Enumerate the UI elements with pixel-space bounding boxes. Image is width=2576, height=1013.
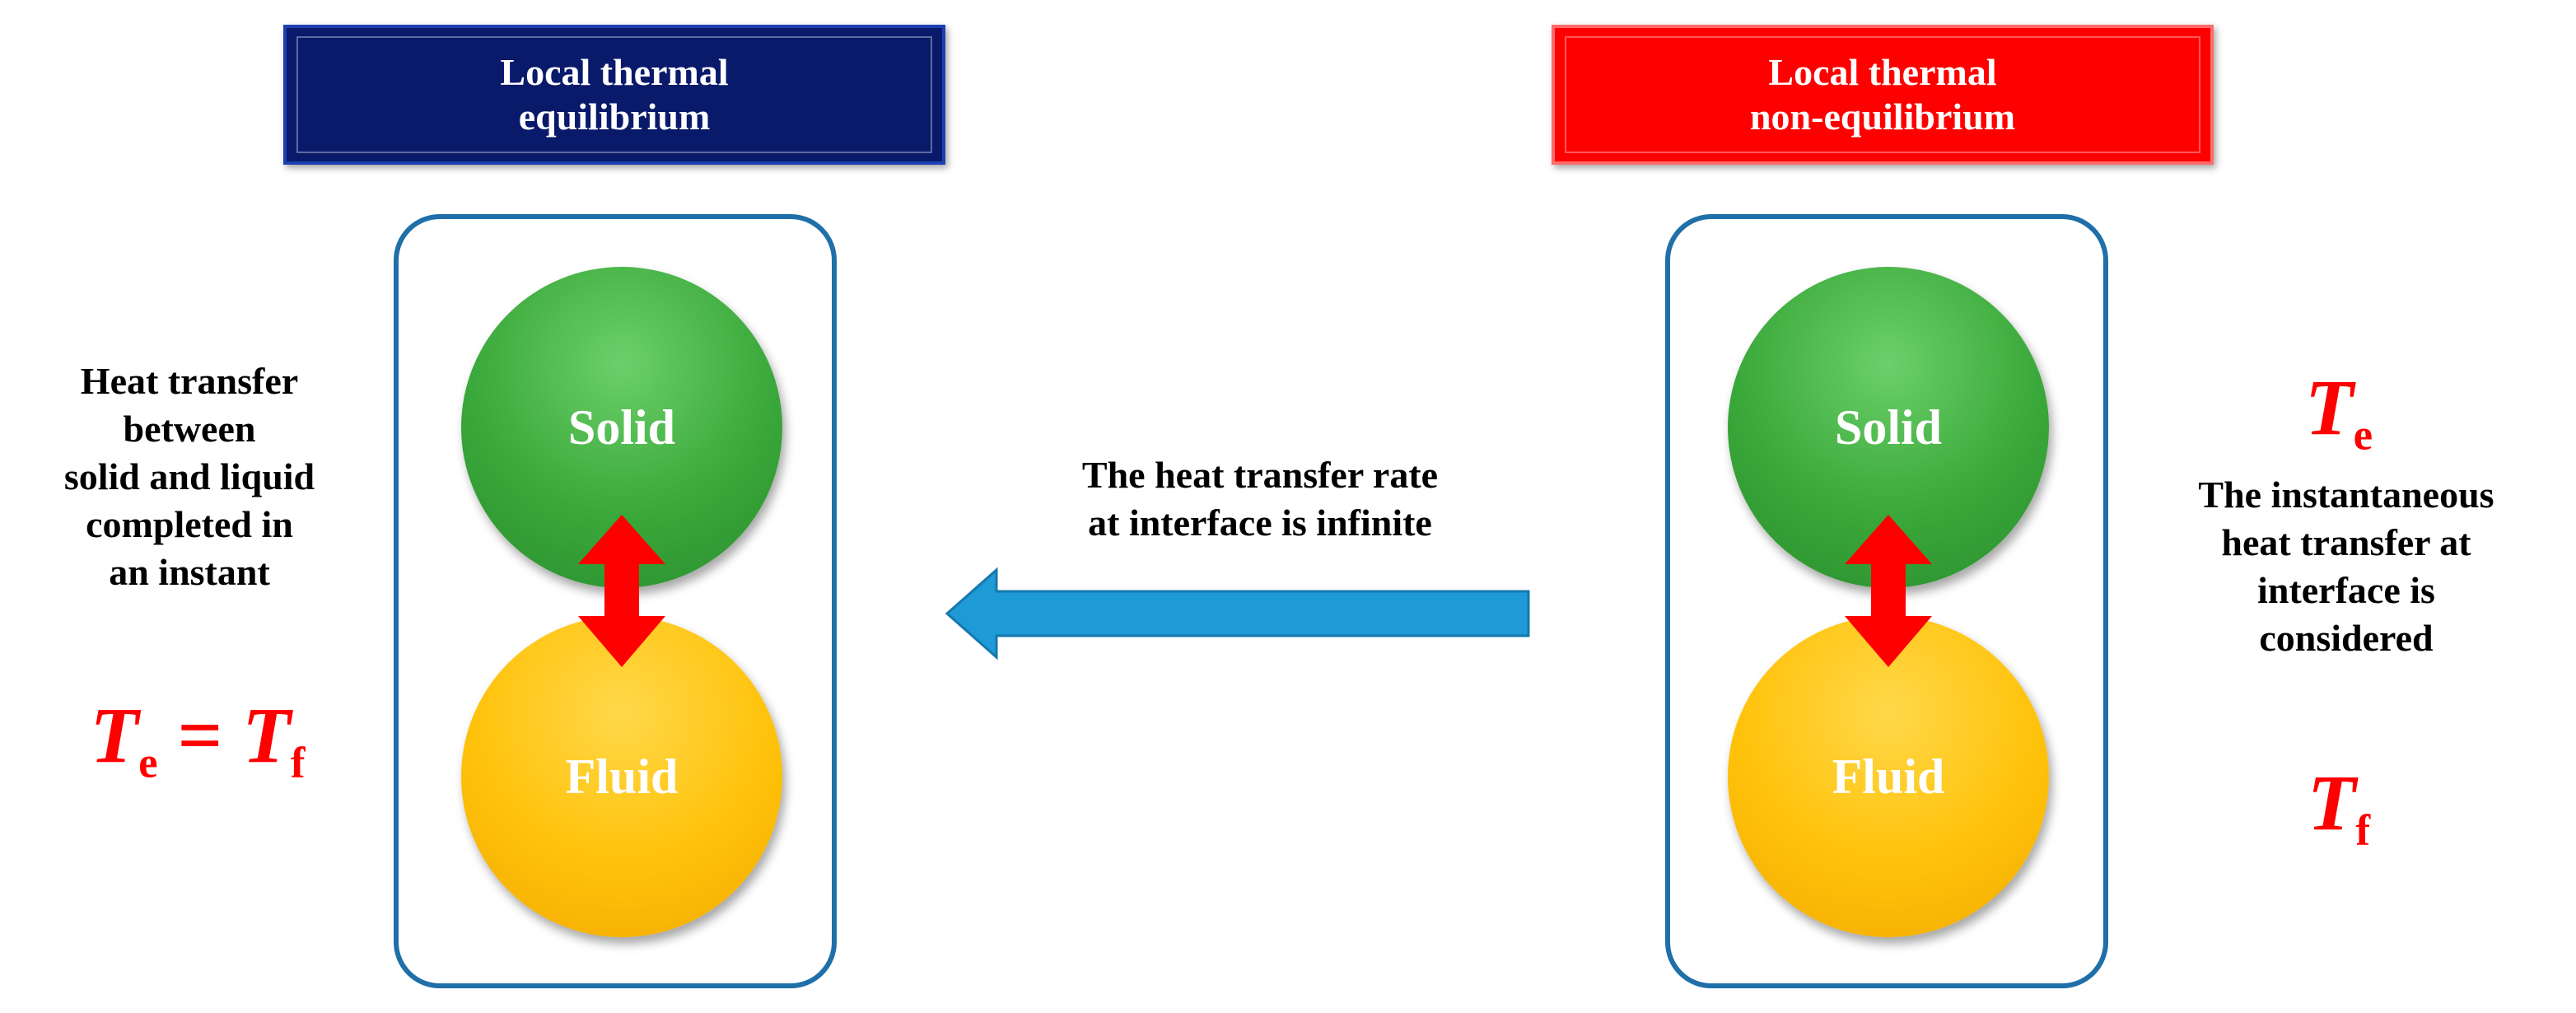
title-equilibrium: Local thermal equilibrium xyxy=(500,51,729,138)
formula-t: T xyxy=(2304,363,2354,451)
fluid-circle-left: Fluid xyxy=(461,616,782,937)
formula-subscript-f: f xyxy=(290,739,306,787)
formula-subscript-f: f xyxy=(2355,806,2371,855)
description-non-equilibrium: The instantaneous heat transfer at inter… xyxy=(2198,474,2494,659)
title-box-non-equilibrium: Local thermal non-equilibrium xyxy=(1552,25,2214,165)
formula-t: T xyxy=(242,691,291,779)
double-arrow-right xyxy=(1845,515,1932,667)
fluid-label: Fluid xyxy=(565,749,679,804)
formula-te: Te xyxy=(2256,362,2421,480)
description-equilibrium: Heat transfer between solid and liquid c… xyxy=(63,360,315,593)
formula-t: T xyxy=(90,691,139,779)
solid-label: Solid xyxy=(1834,399,1943,455)
formula-tf: Tf xyxy=(2256,758,2421,875)
formula-te-equals-tf: Te = Tf xyxy=(33,690,362,808)
flow-arrow-left xyxy=(945,567,1530,661)
title-box-inner-border xyxy=(1565,36,2200,153)
title-box-equilibrium: Local thermal equilibrium xyxy=(283,25,945,165)
formula-subscript-e: e xyxy=(138,739,158,787)
title-box-inner-border xyxy=(296,36,932,153)
formula-t: T xyxy=(2307,759,2356,847)
double-arrow-left xyxy=(578,515,665,667)
fluid-label: Fluid xyxy=(1832,749,1945,804)
solid-label: Solid xyxy=(567,399,676,455)
formula-subscript-e: e xyxy=(2353,411,2373,460)
description-interface-rate: The heat transfer rate at interface is i… xyxy=(1081,454,1439,544)
formula-equals: = xyxy=(157,691,243,779)
title-non-equilibrium: Local thermal non-equilibrium xyxy=(1749,51,2016,138)
fluid-circle-right: Fluid xyxy=(1728,616,2049,937)
